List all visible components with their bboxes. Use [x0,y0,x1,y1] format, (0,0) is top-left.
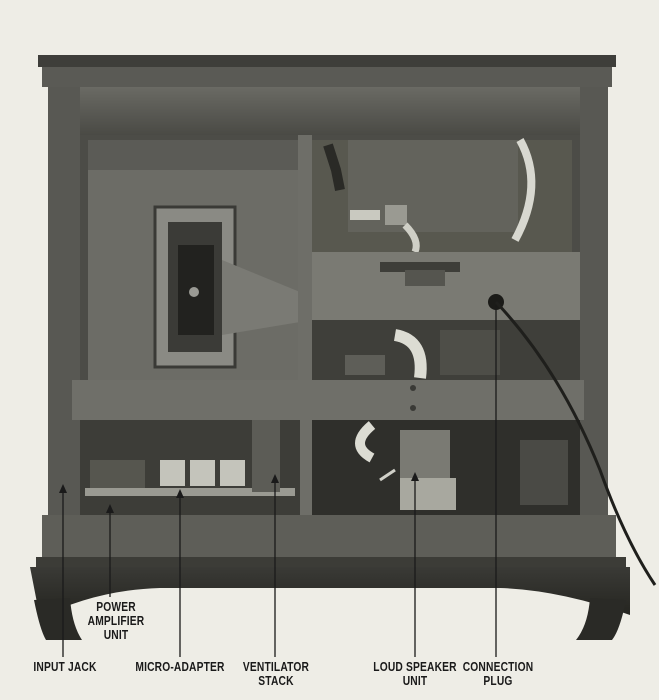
horn-chamber [88,140,300,380]
connection-plug-label: CONNECTION PLUG [462,660,534,688]
leader-lines [62,305,497,657]
cabinet-top [38,55,616,135]
center-divider [298,135,312,515]
cabinet-base [30,515,630,640]
connection-cord [494,300,657,586]
lower-right-compartment [312,420,580,515]
power-amplifier-label: POWER AMPLIFIER UNIT [87,600,145,642]
right-post [580,87,608,527]
ventilator-stack-label: VENTILATOR STACK [242,660,310,688]
micro-adapter-label: MICRO-ADAPTER [135,660,225,674]
input-jack-label: INPUT JACK [33,660,97,674]
crossbar [72,380,584,420]
upper-right-compartment [312,138,580,320]
leader-arrows [59,472,419,513]
lower-left-compartment [80,420,300,515]
left-post [48,87,80,527]
loud-speaker-label: LOUD SPEAKER UNIT [373,660,457,688]
